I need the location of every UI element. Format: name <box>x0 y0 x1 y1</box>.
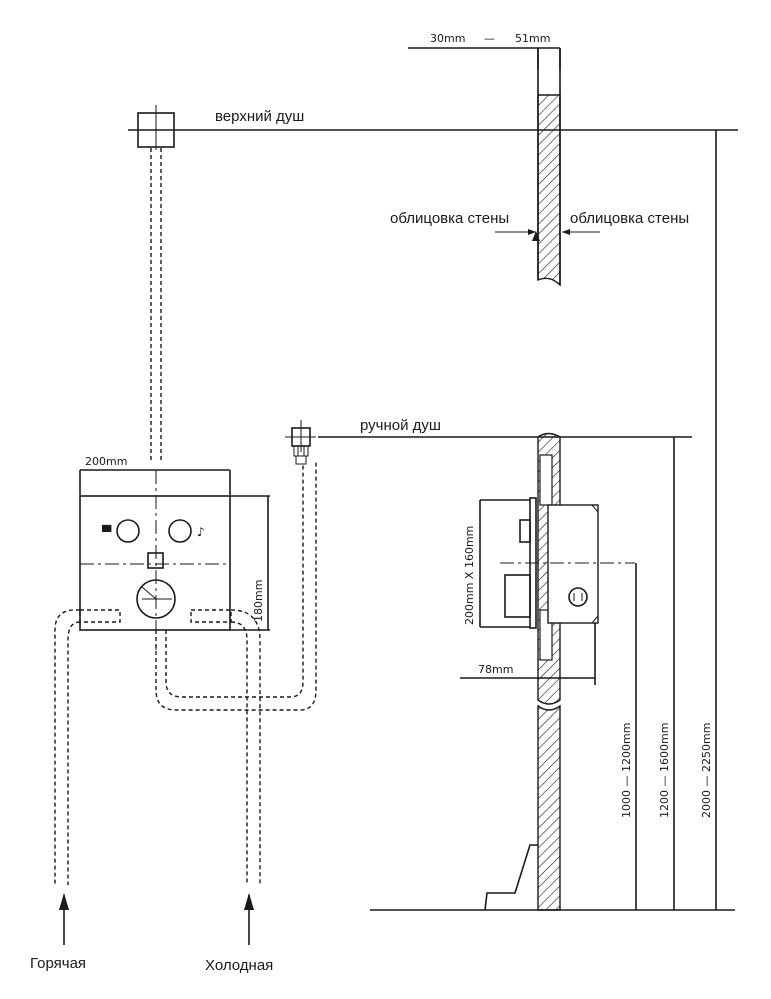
mixer-front-view: ▀ ♪ <box>79 470 232 650</box>
mixer-side-view <box>500 454 635 661</box>
wall-cladding-label-right: облицовка стены <box>570 210 689 227</box>
side-size-dimension: 200mm X 160mm <box>463 499 530 628</box>
wall-cladding-label-left: облицовка стены <box>390 210 509 227</box>
depth-dimension: 78mm <box>460 623 596 685</box>
cold-water-pipe <box>230 609 261 885</box>
bathtub-profile <box>484 844 538 911</box>
wall-thickness-max: 51mm <box>515 32 550 45</box>
wall-thickness-min: 30mm <box>430 32 465 45</box>
hot-water-label: Горячая <box>30 955 86 972</box>
mixer-height-dimension: 1000 — 1200mm <box>620 563 637 910</box>
side-size-label: 200mm X 160mm <box>463 526 476 625</box>
depth-label: 78mm <box>478 663 513 676</box>
upper-shower-height-dimension: 2000 — 2250mm <box>700 130 717 910</box>
hand-shower-outlet <box>285 420 316 465</box>
box-width-label: 200mm <box>85 455 127 468</box>
hand-shower-label: ручной душ <box>360 417 441 434</box>
box-width-dimension: 200mm <box>79 455 231 495</box>
wall-thickness-dimension: 30mm — 51mm <box>408 32 561 70</box>
upper-shower-height-label: 2000 — 2250mm <box>700 723 713 818</box>
box-height-label: 180mm <box>252 580 265 622</box>
hand-shower-hose <box>155 460 317 711</box>
upper-shower-head <box>137 105 175 460</box>
hot-water-pipe <box>54 609 81 885</box>
mixer-height-label: 1000 — 1200mm <box>620 723 633 818</box>
bath-icon: ▀ <box>101 524 112 539</box>
hand-shower-height-label: 1200 — 1600mm <box>658 723 671 818</box>
box-height-dimension: 180mm <box>230 495 270 631</box>
hand-shower-height-dimension: 1200 — 1600mm <box>658 437 675 910</box>
wall-thickness-sep: — <box>484 32 495 45</box>
upper-wall-section <box>537 48 561 287</box>
upper-shower-label: верхний душ <box>215 108 304 125</box>
cold-water-label: Холодная <box>205 957 273 974</box>
shower-icon: ♪ <box>197 525 205 539</box>
